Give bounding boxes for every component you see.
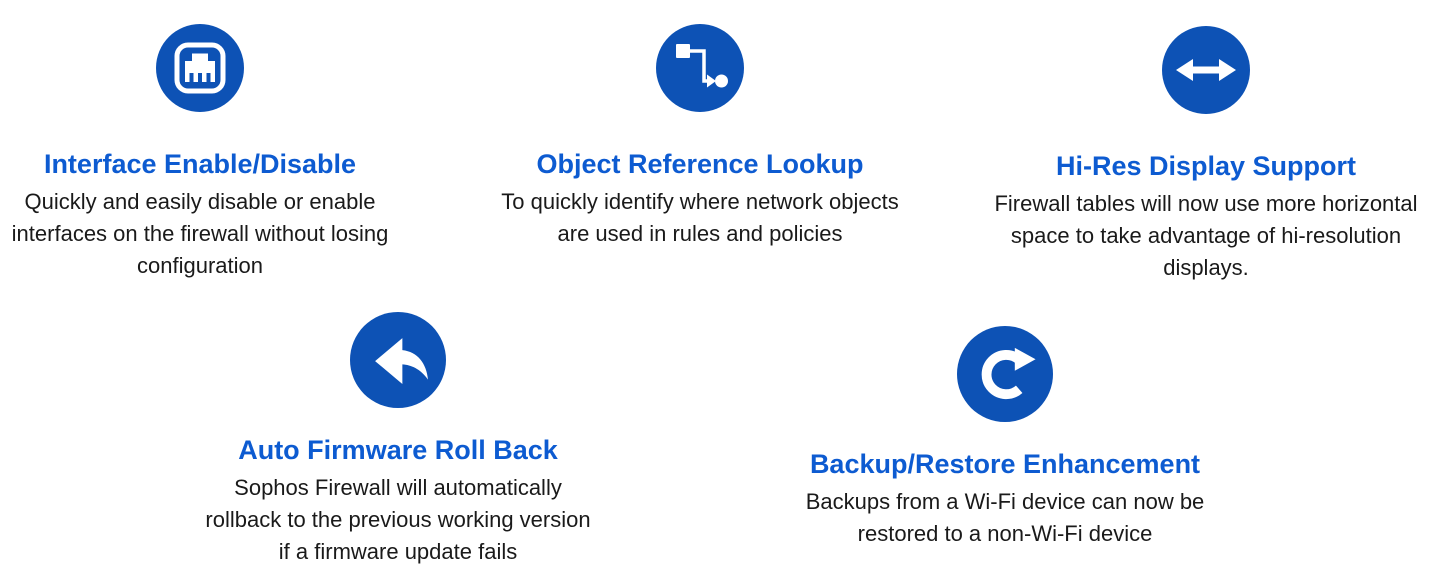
object-reference-icon <box>656 24 744 112</box>
feature-title: Auto Firmware Roll Back <box>238 435 558 465</box>
feature-title: Object Reference Lookup <box>536 149 864 179</box>
feature-card-hi-res-display-support: Hi-Res Display Support Firewall tables w… <box>990 26 1422 284</box>
feature-card-auto-firmware-roll-back: Auto Firmware Roll Back Sophos Firewall … <box>198 312 598 568</box>
feature-title: Interface Enable/Disable <box>43 149 357 179</box>
feature-description: Backups from a Wi-Fi device can now be r… <box>805 488 1205 546</box>
feature-description: To quickly identify where network object… <box>501 188 899 246</box>
feature-card-backup-restore-enhancement: Backup/Restore Enhancement Backups from … <box>765 326 1245 550</box>
horizontal-double-arrow-icon <box>1162 26 1250 114</box>
ethernet-port-icon <box>156 24 244 112</box>
refresh-arrow-icon <box>957 326 1053 422</box>
rollback-arrow-icon <box>350 312 446 408</box>
feature-title: Hi-Res Display Support <box>1055 151 1357 181</box>
feature-title: Backup/Restore Enhancement <box>809 449 1201 479</box>
feature-description: Firewall tables will now use more horizo… <box>994 190 1418 280</box>
feature-card-object-reference-lookup: Object Reference Lookup To quickly ident… <box>500 24 900 250</box>
feature-description: Quickly and easily disable or enable int… <box>11 188 389 278</box>
feature-card-interface-enable-disable: Interface Enable/Disable Quickly and eas… <box>0 24 400 282</box>
feature-description: Sophos Firewall will automatically rollb… <box>205 474 591 564</box>
